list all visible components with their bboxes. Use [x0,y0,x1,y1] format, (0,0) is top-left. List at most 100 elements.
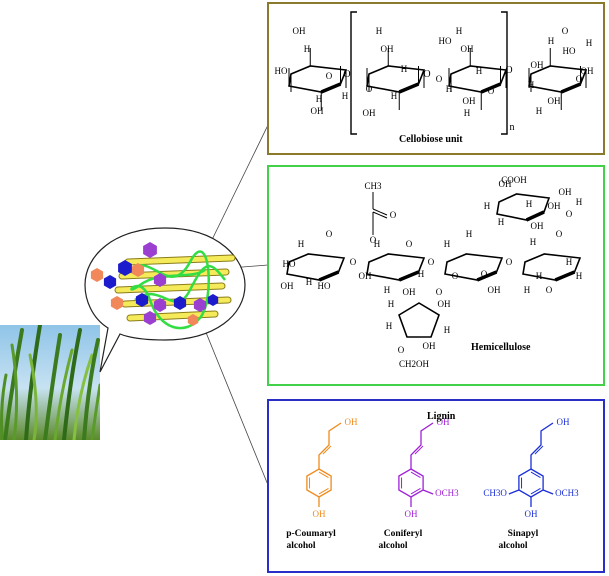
atom-label: H [444,239,451,249]
atom-label: H [391,91,398,101]
benzene-ring [306,468,332,498]
atom-label: O [366,84,373,94]
pyranose-ring [286,253,346,281]
atom-label: O [562,26,569,36]
atom-label: H [376,26,383,36]
atom-label: H [476,66,483,76]
atom-label: OH [548,96,561,106]
atom-label: HO [318,281,331,291]
carbonyl-oxygen: O [390,210,397,220]
atom-label: H [384,285,391,295]
cellulose-fiber [125,255,235,265]
atom-label: OH [293,26,306,36]
atom-label: OH [499,179,512,189]
atom-label: O [576,74,583,84]
lignin-hexagon-purple [193,298,207,312]
ring-bond-bold [320,82,342,94]
monomer-name: alcohol [378,541,407,551]
atom-label: H [530,237,537,247]
pyranose-ring [496,193,551,221]
atom-label: OH [381,44,394,54]
repeat-subscript: n [510,122,515,133]
ch2oh-label: CH2OH [399,359,430,369]
atom-label: H [536,106,543,116]
glycosidic-oxygen: O [505,65,512,76]
atom-label: O [326,229,333,239]
atom-label: HO [275,66,288,76]
methoxy-bond [508,489,520,495]
connector-lignin [204,329,269,486]
repeat-bracket-right [501,11,508,135]
atom-label: H [298,239,305,249]
atom-label: HO [439,36,452,46]
atom-label: OH [531,60,544,70]
lignin-hexagon-blue [207,294,219,306]
pyranose-ring [366,253,426,281]
glycosidic-oxygen: O [506,257,513,267]
monomer-name: alcohol [498,541,527,551]
ring-bond-bold [480,82,502,94]
cellulose-caption: Cellobiose unit [399,134,463,145]
atom-label: O [436,74,443,84]
pyranose-ring [366,65,426,93]
methoxy-label: OCH3 [435,488,459,498]
atom-label: HO [283,259,296,269]
lignin-hexagon-purple [153,298,167,312]
atom-label: O [566,209,573,219]
atom-label: H [342,91,349,101]
methoxy-label: OCH3 [555,488,579,498]
hydroxyl-label: OH [313,509,326,519]
aromatic-bond [530,488,541,495]
atom-label: H [466,229,473,239]
atom-label: OH [531,221,544,231]
atom-label: OH [359,271,372,281]
lignin-hexagon-purple [143,311,157,325]
methoxy-bond [422,489,434,495]
atom-label: H [446,84,453,94]
methoxy-label: CH3O [483,488,507,498]
glycosidic-oxygen: O [428,257,435,267]
atom-label: H [528,80,535,90]
double-bond [322,445,332,455]
atom-label: H [536,271,543,281]
glycosidic-oxygen: O [423,69,430,80]
grass-photo [0,325,100,440]
benzene-ring [518,468,544,498]
methyl-label: CH3 [364,181,382,191]
hemicellulose-caption: Hemicellulose [471,342,531,353]
atom-label: O [556,229,563,239]
aromatic-bond [318,471,329,478]
atom-label: O [326,71,333,81]
atom-label: OH [311,106,324,116]
atom-label: H [566,257,573,267]
atom-label: H [418,269,425,279]
lignin-hexagon-blue [135,293,149,307]
furanose-ring [398,302,440,338]
atom-label: H [576,197,583,207]
double-bond [414,445,424,455]
glycosidic-oxygen: O [343,69,350,80]
atom-label: H [484,201,491,211]
atom-label: O [436,287,443,297]
hydroxyl-label: OH [437,417,450,427]
hemicellulose-strand [134,265,226,303]
pyranose-ring [288,65,348,93]
monomer-name: Coniferyl [384,529,423,539]
lignin-hexagon-blue [103,275,117,289]
propenyl-chain [410,422,434,469]
hydroxyl-label: OH [405,509,418,519]
propenyl-chain [318,422,342,469]
ring-bond-bold [554,270,576,282]
atom-label: H [306,277,313,287]
hydroxyl-label: OH [525,509,538,519]
repeat-bracket-left [350,11,357,135]
hemicellulose-strand [129,250,210,330]
aromatic-bond [318,488,329,495]
aromatic-bond [410,471,421,478]
aromatic-bond [530,471,541,478]
